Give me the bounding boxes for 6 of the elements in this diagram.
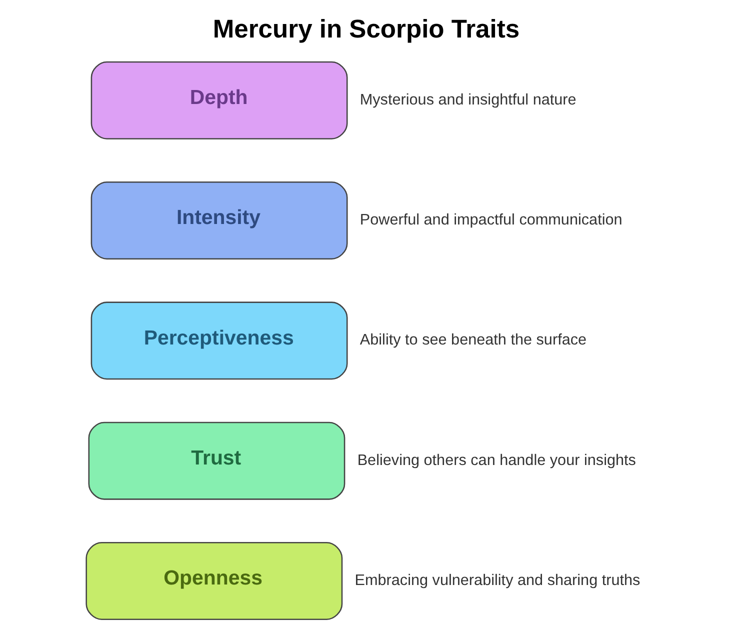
node-label: Believing others can handle your insights xyxy=(356,452,636,469)
node-label: Mysterious and insightful nature xyxy=(359,91,576,108)
node-label: Ability to see beneath the surface xyxy=(359,332,586,349)
node-label: Embracing vulnerability and sharing truths xyxy=(354,572,640,589)
diagram-title: Mercury in Scorpio Traits xyxy=(212,16,520,44)
node-label: Powerful and impactful communication xyxy=(359,211,622,228)
